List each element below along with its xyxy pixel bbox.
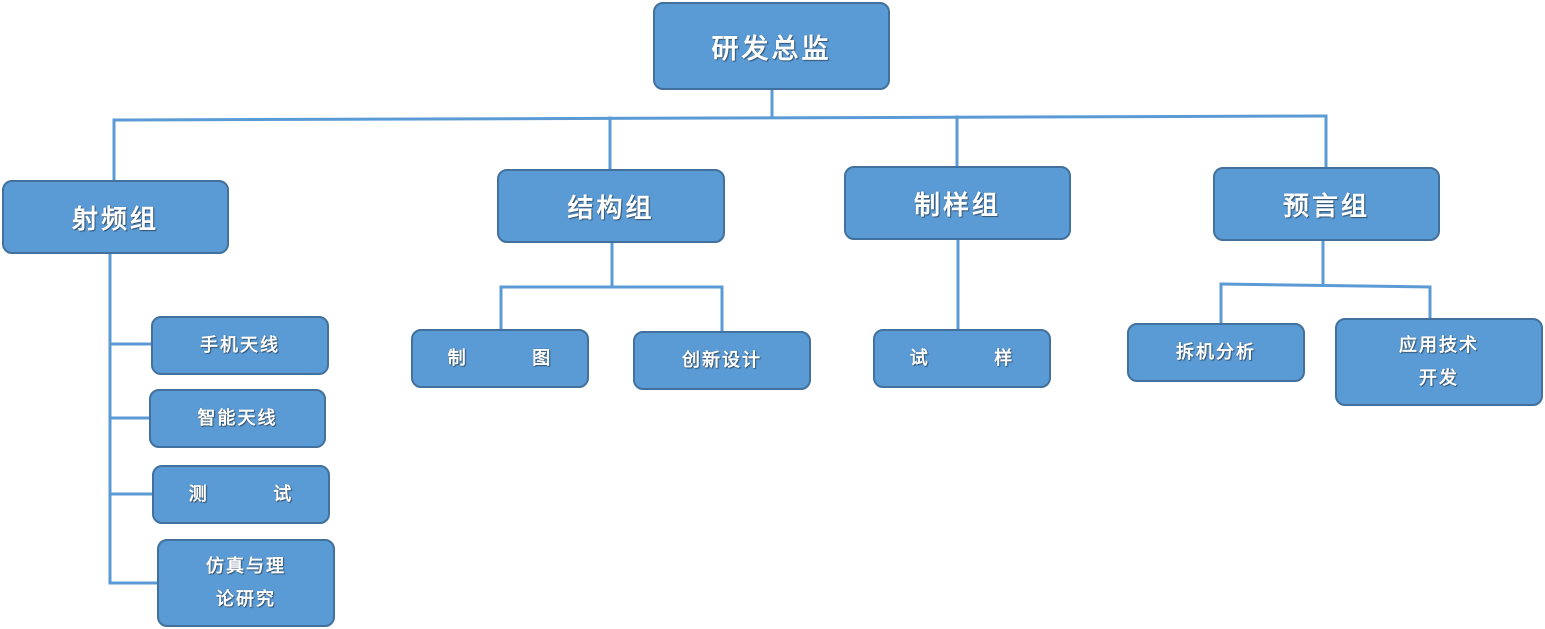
node-simulation-theory-line2: 论研究	[216, 589, 276, 610]
node-drafting-label: 制 图	[447, 348, 553, 369]
node-forecast-group: 预言组	[1213, 167, 1440, 241]
node-rd-director-label: 研发总监	[711, 33, 832, 65]
node-innovative-design: 创新设计	[633, 331, 811, 390]
node-trial-sample: 试 样	[873, 329, 1051, 388]
node-phone-antenna: 手机天线	[151, 316, 329, 375]
node-structure-group-label: 结构组	[567, 193, 655, 224]
node-teardown-analysis: 拆机分析	[1127, 323, 1305, 382]
node-smart-antenna: 智能天线	[149, 389, 326, 448]
node-rd-director: 研发总监	[653, 2, 890, 90]
node-innovative-design-label: 创新设计	[682, 350, 762, 371]
node-simulation-theory-line1: 仿真与理	[206, 556, 286, 577]
node-applied-tech-dev: 应用技术 开发	[1335, 318, 1543, 406]
node-testing: 测 试	[152, 465, 330, 524]
node-trial-sample-label: 试 样	[909, 348, 1015, 369]
node-sample-group-label: 制样组	[913, 190, 1001, 221]
connector-main-bus	[112, 114, 1328, 122]
node-rf-group: 射频组	[2, 180, 229, 254]
node-applied-tech-dev-line1: 应用技术	[1399, 335, 1479, 356]
node-testing-label: 测 试	[188, 484, 294, 505]
node-smart-antenna-label: 智能天线	[197, 408, 278, 429]
node-phone-antenna-label: 手机天线	[200, 335, 280, 356]
node-rf-group-label: 射频组	[71, 204, 159, 235]
node-teardown-analysis-label: 拆机分析	[1176, 342, 1256, 363]
node-forecast-group-label: 预言组	[1282, 191, 1370, 222]
connector-fore-bar	[1219, 282, 1432, 289]
node-simulation-theory: 仿真与理 论研究	[157, 539, 335, 627]
node-drafting: 制 图	[411, 329, 589, 388]
node-sample-group: 制样组	[844, 166, 1071, 240]
node-applied-tech-dev-line2: 开发	[1419, 368, 1459, 389]
node-structure-group: 结构组	[497, 169, 725, 243]
